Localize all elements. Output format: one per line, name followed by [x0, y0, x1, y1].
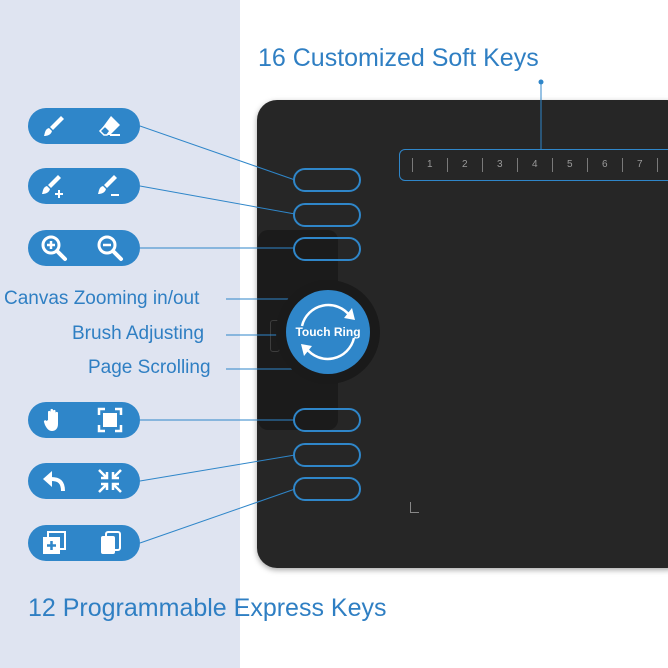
fit-screen-icon [97, 407, 123, 433]
express-key-4[interactable] [293, 408, 361, 432]
soft-key-tick [552, 158, 553, 172]
soft-key-tick [412, 158, 413, 172]
express-key-5[interactable] [293, 443, 361, 467]
soft-key-number: 6 [602, 159, 608, 170]
soft-keys-bar[interactable]: 1 2 3 4 5 6 7 [399, 149, 668, 181]
brush-size-increase-icon [42, 175, 63, 198]
new-layer-icon [43, 531, 66, 554]
soft-key-tick [657, 158, 658, 172]
function-label-brush: Brush Adjusting [72, 323, 205, 344]
function-label-scroll: Page Scrolling [88, 357, 211, 378]
express-key-1[interactable] [293, 168, 361, 192]
touch-ring-label: Touch Ring [295, 325, 361, 339]
rotate-arrows-icon [300, 303, 356, 361]
active-area-corner-mark [410, 502, 419, 513]
express-key-6[interactable] [293, 477, 361, 501]
express-key-pair-5 [28, 463, 140, 499]
soft-key-tick [482, 158, 483, 172]
touch-ring[interactable]: Touch Ring [286, 290, 370, 374]
hand-pan-icon [43, 408, 58, 431]
function-label-zoom: Canvas Zooming in/out [4, 288, 200, 309]
soft-key-tick [447, 158, 448, 172]
undo-icon [43, 471, 65, 492]
soft-key-number: 3 [497, 159, 503, 170]
soft-key-number: 4 [532, 159, 538, 170]
soft-key-number: 7 [637, 159, 643, 170]
express-key-pair-6 [28, 525, 140, 561]
express-key-3[interactable] [293, 237, 361, 261]
brush-size-decrease-icon [98, 175, 119, 196]
soft-key-number: 1 [427, 159, 433, 170]
brush-icon [44, 116, 64, 136]
soft-key-tick [517, 158, 518, 172]
express-key-pair-2 [28, 168, 140, 204]
zoom-in-icon [41, 235, 67, 261]
soft-key-number: 2 [462, 159, 468, 170]
soft-key-number: 5 [567, 159, 573, 170]
duplicate-layer-icon [101, 531, 121, 554]
express-keys-heading: 12 Programmable Express Keys [28, 594, 387, 622]
shrink-icon [98, 469, 122, 493]
soft-key-tick [587, 158, 588, 172]
eraser-icon [98, 116, 120, 136]
express-key-pair-1 [28, 108, 140, 144]
express-key-2[interactable] [293, 203, 361, 227]
express-key-pair-3 [28, 230, 140, 266]
soft-key-tick [622, 158, 623, 172]
soft-keys-heading: 16 Customized Soft Keys [258, 44, 539, 72]
express-key-pair-4 [28, 402, 140, 438]
zoom-out-icon [97, 235, 123, 261]
